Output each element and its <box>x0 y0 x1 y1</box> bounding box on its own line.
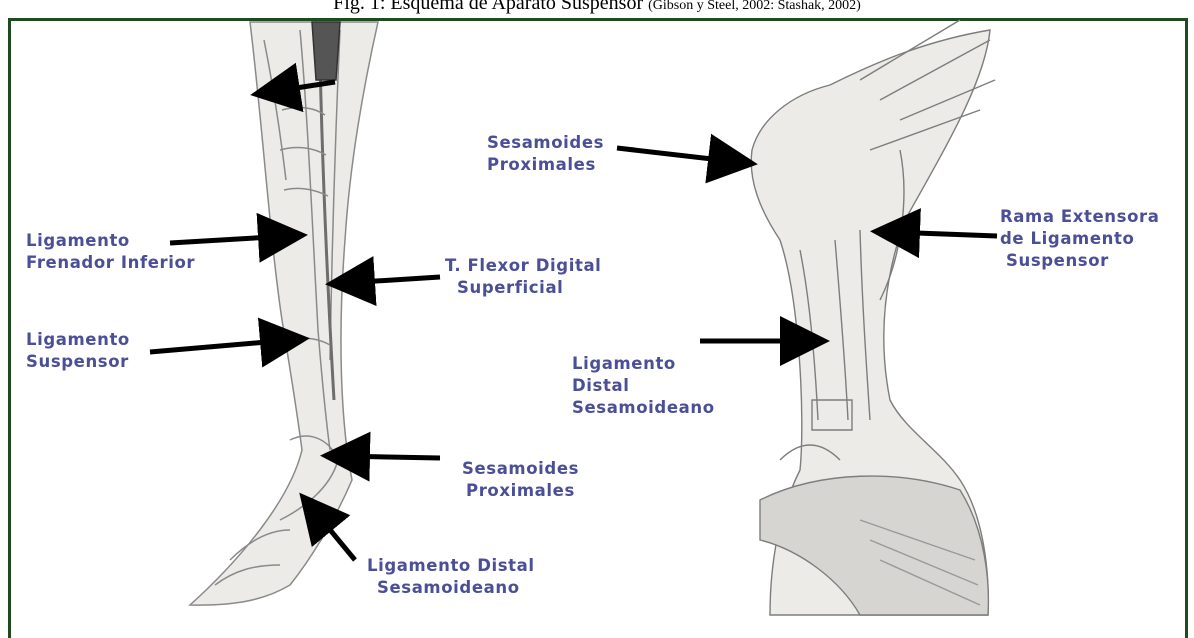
label-rama-extensora: Rama Extensora de Ligamento Suspensor <box>1000 206 1159 272</box>
label-line: Superficial <box>445 277 601 299</box>
label-flexor-digital: T. Flexor Digital Superficial <box>445 255 601 299</box>
label-line: Sesamoideano <box>367 577 535 599</box>
label-line: Sesamoideano <box>572 397 715 419</box>
label-line: Proximales <box>462 480 579 502</box>
label-line: de Ligamento <box>1000 228 1159 250</box>
label-line: Ligamento Distal <box>367 555 535 577</box>
label-line: Suspensor <box>1000 250 1159 272</box>
label-line: Suspensor <box>26 351 130 373</box>
label-line: Ligamento <box>572 353 715 375</box>
left-limb-drawing <box>190 22 378 605</box>
label-line: Sesamoides <box>462 458 579 480</box>
arrow-suspensor <box>150 340 290 352</box>
label-sesamoides-right: Sesamoides Proximales <box>487 132 604 176</box>
label-line: Sesamoides <box>487 132 604 154</box>
arrow-sesamoides-left <box>340 456 440 458</box>
label-line: Frenador Inferior <box>26 252 195 274</box>
arrow-rama-extensora <box>890 232 997 236</box>
label-line: Rama Extensora <box>1000 206 1159 228</box>
label-line: Ligamento <box>26 329 130 351</box>
label-line: T. Flexor Digital <box>445 255 601 277</box>
label-ligamento-frenador: Ligamento Frenador Inferior <box>26 230 195 274</box>
label-sesamoides-left: Sesamoides Proximales <box>462 458 579 502</box>
label-line: Ligamento <box>26 230 195 252</box>
arrow-flexor <box>345 277 440 283</box>
label-ligamento-suspensor: Ligamento Suspensor <box>26 329 130 373</box>
arrow-sesamoides-right <box>617 148 738 162</box>
right-limb-drawing <box>751 20 995 615</box>
label-distal-left: Ligamento Distal Sesamoideano <box>367 555 535 599</box>
label-distal-right: Ligamento Distal Sesamoideano <box>572 353 715 419</box>
label-line: Distal <box>572 375 715 397</box>
label-line: Proximales <box>487 154 604 176</box>
